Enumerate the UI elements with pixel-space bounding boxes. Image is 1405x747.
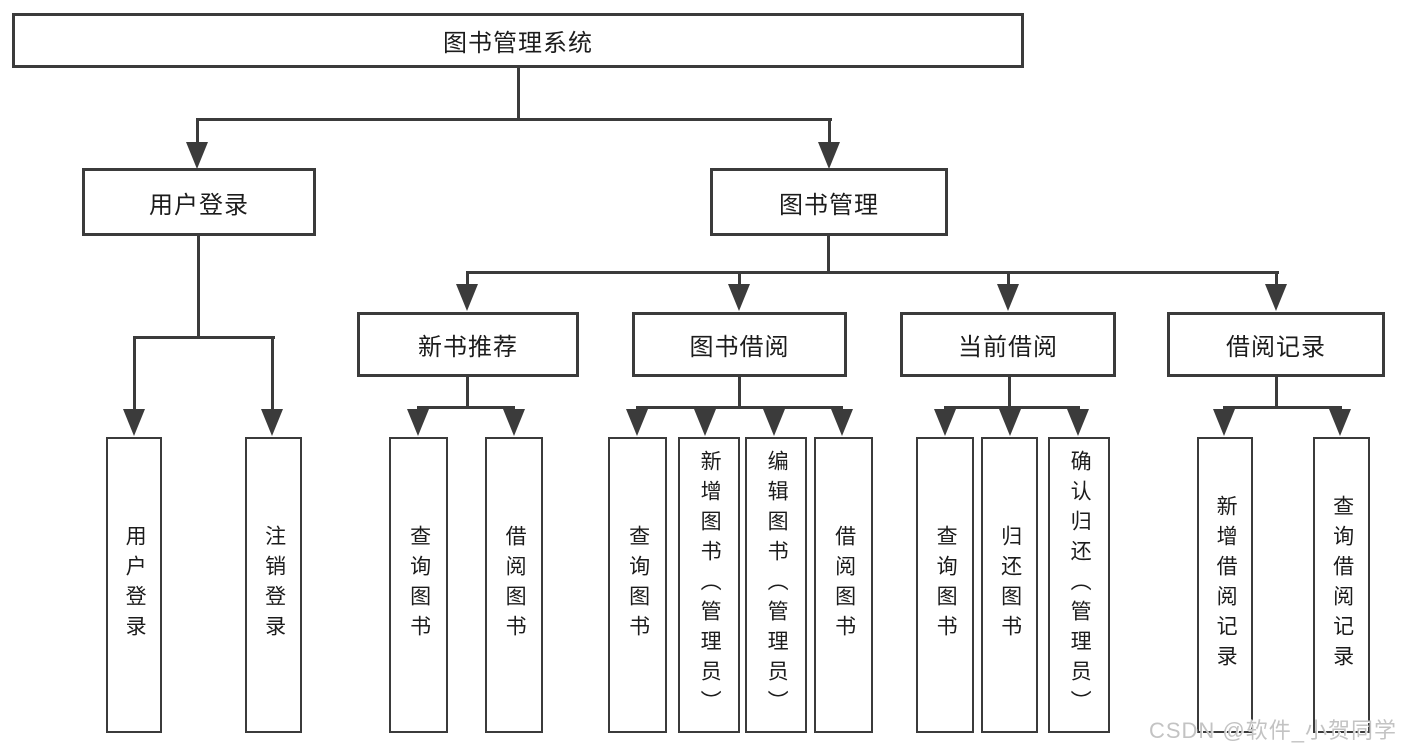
leaf-edit-book-admin: 编辑图书（管理员） bbox=[745, 437, 807, 733]
leaf-logout-login-label: 注销登录 bbox=[262, 525, 286, 645]
node-new-book-recommend-label: 新书推荐 bbox=[418, 334, 518, 361]
connector-line bbox=[738, 271, 741, 286]
connector-line bbox=[1008, 377, 1011, 409]
leaf-return-books: 归还图书 bbox=[981, 437, 1038, 733]
leaf-borrow-books-recommend: 借阅图书 bbox=[485, 437, 543, 733]
leaf-borrow-books-borrowing: 借阅图书 bbox=[814, 437, 873, 733]
node-current-borrowing-label: 当前借阅 bbox=[958, 334, 1058, 361]
leaf-edit-book-admin-label: 编辑图书（管理员） bbox=[765, 450, 789, 720]
leaf-add-book-admin-label: 新增图书（管理员） bbox=[698, 450, 722, 720]
node-book-management: 图书管理 bbox=[710, 168, 948, 236]
connector-arrow bbox=[1329, 409, 1351, 436]
connector-line bbox=[828, 118, 831, 144]
connector-line bbox=[636, 406, 843, 409]
connector-arrow bbox=[1213, 409, 1235, 436]
connector-arrow bbox=[503, 409, 525, 436]
connector-arrow bbox=[626, 409, 648, 436]
leaf-query-books-borrowing-label: 查询图书 bbox=[626, 525, 650, 645]
node-library-system-label: 图书管理系统 bbox=[443, 30, 593, 57]
leaf-query-books-recommend-label: 查询图书 bbox=[407, 525, 431, 645]
connector-line bbox=[466, 377, 469, 409]
connector-line bbox=[1007, 271, 1010, 286]
connector-arrow bbox=[999, 409, 1021, 436]
connector-arrow bbox=[831, 409, 853, 436]
connector-line bbox=[1275, 377, 1278, 409]
csdn-watermark: CSDN @软件_小贺同学 bbox=[1148, 718, 1397, 743]
connector-arrow bbox=[456, 284, 478, 311]
leaf-confirm-return-admin: 确认归还（管理员） bbox=[1048, 437, 1110, 733]
leaf-logout-login: 注销登录 bbox=[245, 437, 302, 733]
connector-arrow bbox=[818, 142, 840, 169]
connector-arrow bbox=[694, 409, 716, 436]
leaf-confirm-return-admin-label: 确认归还（管理员） bbox=[1068, 450, 1092, 720]
connector-arrow bbox=[997, 284, 1019, 311]
leaf-query-books-borrowing: 查询图书 bbox=[608, 437, 667, 733]
connector-line bbox=[271, 336, 274, 411]
leaf-query-books-recommend: 查询图书 bbox=[389, 437, 448, 733]
node-borrowing-records-label: 借阅记录 bbox=[1226, 334, 1326, 361]
connector-arrow bbox=[763, 409, 785, 436]
leaf-query-borrow-record: 查询借阅记录 bbox=[1313, 437, 1370, 733]
connector-line bbox=[417, 406, 515, 409]
connector-line bbox=[944, 406, 1080, 409]
connector-line bbox=[133, 336, 275, 339]
leaf-user-login: 用户登录 bbox=[106, 437, 162, 733]
leaf-user-login-label: 用户登录 bbox=[123, 525, 147, 645]
node-book-borrowing: 图书借阅 bbox=[632, 312, 847, 377]
connector-line bbox=[1275, 271, 1278, 286]
node-current-borrowing: 当前借阅 bbox=[900, 312, 1116, 377]
leaf-return-books-label: 归还图书 bbox=[998, 525, 1022, 645]
connector-arrow bbox=[186, 142, 208, 169]
connector-arrow bbox=[123, 409, 145, 436]
leaf-add-book-admin: 新增图书（管理员） bbox=[678, 437, 740, 733]
connector-arrow bbox=[407, 409, 429, 436]
connector-line bbox=[196, 118, 199, 144]
node-user-login-label: 用户登录 bbox=[149, 191, 249, 219]
node-book-management-label: 图书管理 bbox=[779, 191, 879, 219]
connector-line bbox=[466, 271, 1279, 274]
connector-line bbox=[517, 68, 520, 121]
connector-arrow bbox=[934, 409, 956, 436]
node-book-borrowing-label: 图书借阅 bbox=[689, 334, 790, 361]
connector-line bbox=[1223, 406, 1342, 409]
connector-line bbox=[466, 271, 469, 286]
leaf-query-borrow-record-label: 查询借阅记录 bbox=[1330, 495, 1354, 675]
leaf-borrow-books-recommend-label: 借阅图书 bbox=[503, 525, 527, 645]
leaf-add-borrow-record: 新增借阅记录 bbox=[1197, 437, 1253, 733]
node-user-login: 用户登录 bbox=[82, 168, 316, 236]
connector-line bbox=[827, 236, 830, 274]
node-new-book-recommend: 新书推荐 bbox=[357, 312, 579, 377]
leaf-query-books-current-label: 查询图书 bbox=[934, 525, 958, 645]
connector-arrow bbox=[1067, 409, 1089, 436]
node-library-system: 图书管理系统 bbox=[12, 13, 1024, 68]
leaf-borrow-books-borrowing-label: 借阅图书 bbox=[832, 525, 856, 645]
connector-line bbox=[133, 336, 136, 411]
connector-arrow bbox=[1265, 284, 1287, 311]
node-borrowing-records: 借阅记录 bbox=[1167, 312, 1385, 377]
connector-arrow bbox=[261, 409, 283, 436]
connector-line bbox=[197, 236, 200, 339]
leaf-add-borrow-record-label: 新增借阅记录 bbox=[1214, 495, 1238, 675]
connector-line bbox=[196, 118, 832, 121]
leaf-query-books-current: 查询图书 bbox=[916, 437, 974, 733]
connector-line bbox=[738, 377, 741, 409]
connector-arrow bbox=[728, 284, 750, 311]
